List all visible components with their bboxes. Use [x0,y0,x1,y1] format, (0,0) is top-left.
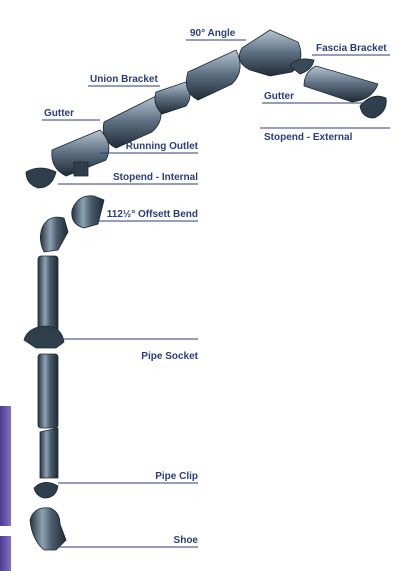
pipe-socket-part [23,325,65,349]
pipe-clip-part [33,482,59,499]
label-offset-bend: 112½° Offsett Bend [107,209,198,220]
label-union-bracket: Union Bracket [90,74,158,85]
edge-strip-upper [0,406,11,526]
label-shoe: Shoe [174,535,199,546]
label-90-angle: 90° Angle [190,28,236,39]
leader-lines [42,39,390,548]
label-pipe-clip: Pipe Clip [155,471,198,482]
gutter-middle-piece [185,49,241,101]
label-gutter-left: Gutter [44,108,74,119]
offset-bend-upper-part [71,195,105,229]
gutter-right-piece [303,65,379,103]
downpipe-middle [37,353,59,429]
downpipe-lower [39,427,59,479]
union-bracket-part [154,81,191,115]
label-stopend-internal: Stopend - Internal [113,172,198,183]
fascia-bracket-part [289,58,315,75]
edge-strip-lower [0,536,11,571]
running-outlet-part [51,129,110,177]
stopend-internal-part [25,167,57,189]
label-running-outlet: Running Outlet [126,141,199,152]
stopend-external-part [359,95,387,119]
label-gutter-right: Gutter [264,91,294,102]
downpipe-upper [37,255,59,335]
label-fascia-bracket: Fascia Bracket [316,43,387,54]
running-outlet-spigot [73,161,89,177]
label-stopend-external: Stopend - External [264,132,353,143]
label-pipe-socket: Pipe Socket [141,351,198,362]
shoe-part [29,507,67,551]
angle-90-part [238,29,302,77]
offset-bend-lower-part [40,216,69,253]
